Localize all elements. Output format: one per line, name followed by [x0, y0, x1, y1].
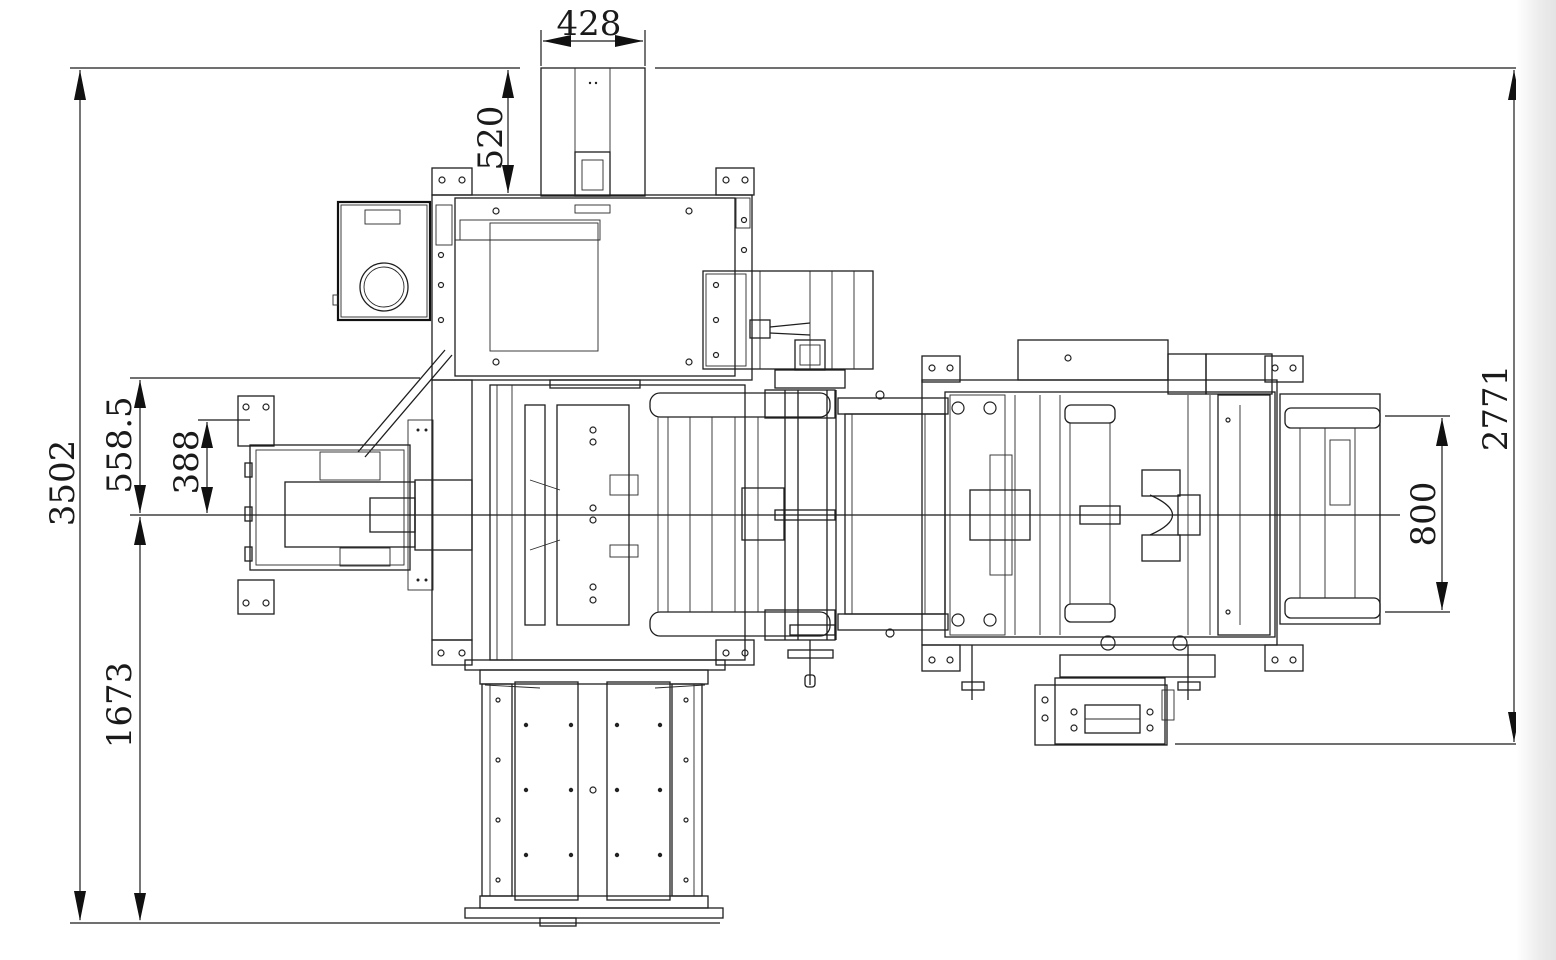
upper-frame: [357, 167, 755, 458]
lower-stand: [464, 659, 726, 927]
center-main-unit: [431, 379, 837, 688]
middle-conveyor: [837, 390, 949, 638]
dim-right-height: 2771: [1476, 365, 1516, 452]
dim-overall-left-height: 3502: [43, 440, 83, 527]
side-motor-box: [332, 200, 432, 322]
left-feed-unit: [237, 395, 473, 615]
dim-top-offset: 520: [471, 106, 511, 171]
right-machine: [921, 339, 1381, 746]
page-edge-shadow: [1516, 0, 1556, 960]
dim-lower-height: 1673: [100, 662, 140, 749]
dim-top-width: 428: [557, 4, 622, 44]
top-column: [540, 67, 646, 214]
dimension-lines: [70, 30, 1525, 924]
upper-right-frame: [702, 270, 874, 389]
dim-right-width: 800: [1404, 482, 1444, 547]
dim-inner-offset: 388: [167, 430, 207, 495]
dim-upper-offset: 558.5: [100, 396, 140, 493]
